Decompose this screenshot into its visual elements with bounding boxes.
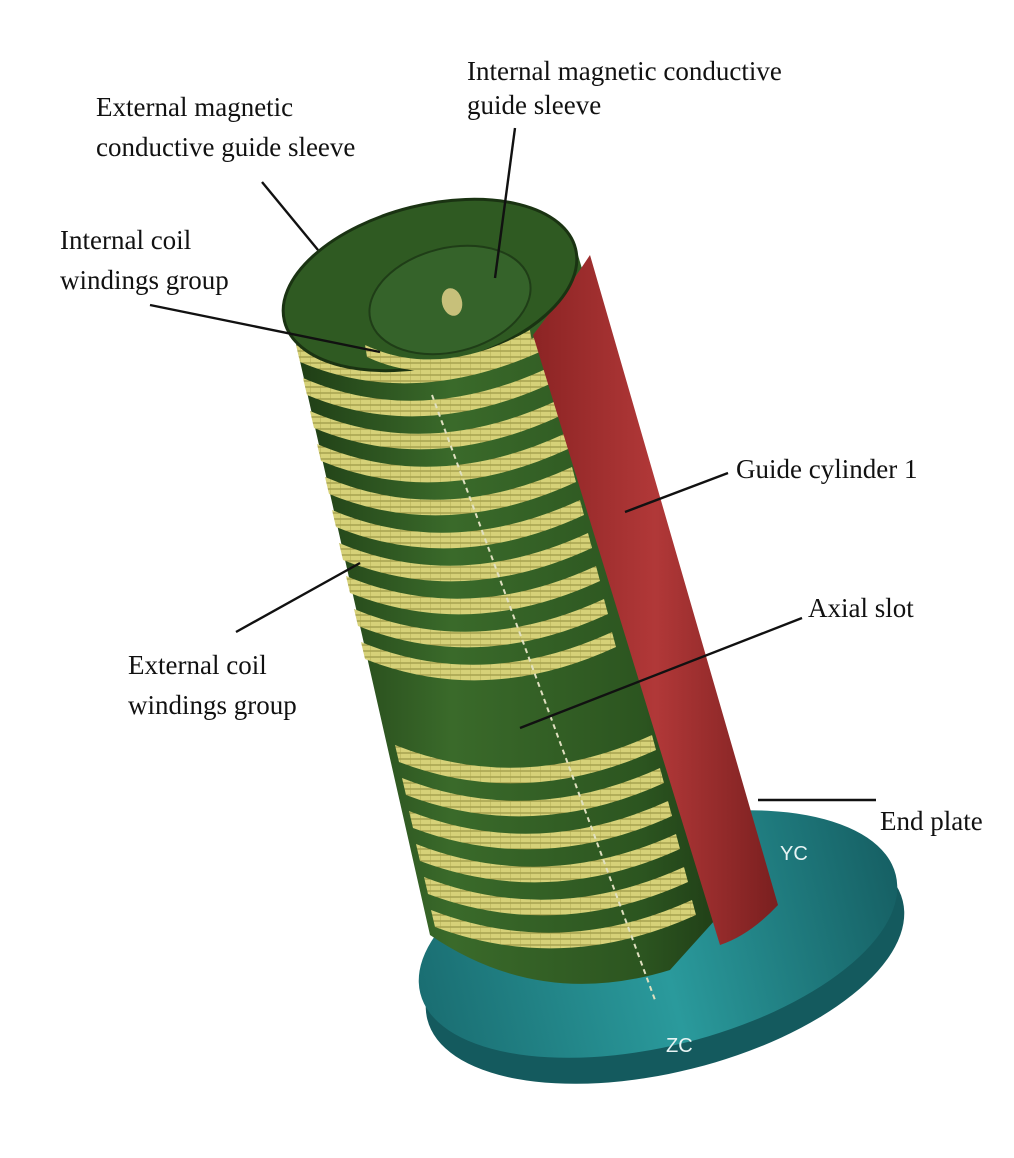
internal-magnetic-guide-sleeve [368, 244, 532, 356]
callout-labels: Internal magnetic conductive guide sleev… [60, 56, 983, 836]
label-end-plate: End plate [880, 806, 983, 836]
leader-external-coil [235, 561, 361, 634]
label-internal-sleeve-line2: guide sleeve [467, 90, 601, 120]
guide-cylinder [533, 255, 778, 945]
leader-internal-coil [149, 303, 381, 354]
external-coil-windings-lower [395, 735, 696, 949]
label-external-coil-line2: windings group [128, 690, 297, 720]
external-coil-windings-upper [296, 335, 616, 681]
internal-coil-windings [365, 330, 532, 372]
label-internal-sleeve-line1: Internal magnetic conductive [467, 56, 782, 86]
label-internal-coil-line2: windings group [60, 265, 229, 295]
leader-lines [149, 127, 876, 802]
leader-guide-cylinder [624, 471, 729, 514]
label-external-sleeve-line1: External magnetic [96, 92, 293, 122]
label-external-sleeve-line2: conductive guide sleeve [96, 132, 355, 162]
label-guide-cylinder: Guide cylinder 1 [736, 454, 917, 484]
label-axial-slot: Axial slot [808, 593, 914, 623]
yc-axis-marker: YC [780, 843, 808, 865]
label-external-coil-line1: External coil [128, 650, 267, 680]
leader-axial-slot [519, 616, 803, 730]
leader-internal-sleeve [493, 127, 517, 279]
leader-external-sleeve [261, 181, 319, 251]
label-internal-coil-line1: Internal coil [60, 225, 191, 255]
zc-axis-marker: ZC [666, 1035, 693, 1057]
